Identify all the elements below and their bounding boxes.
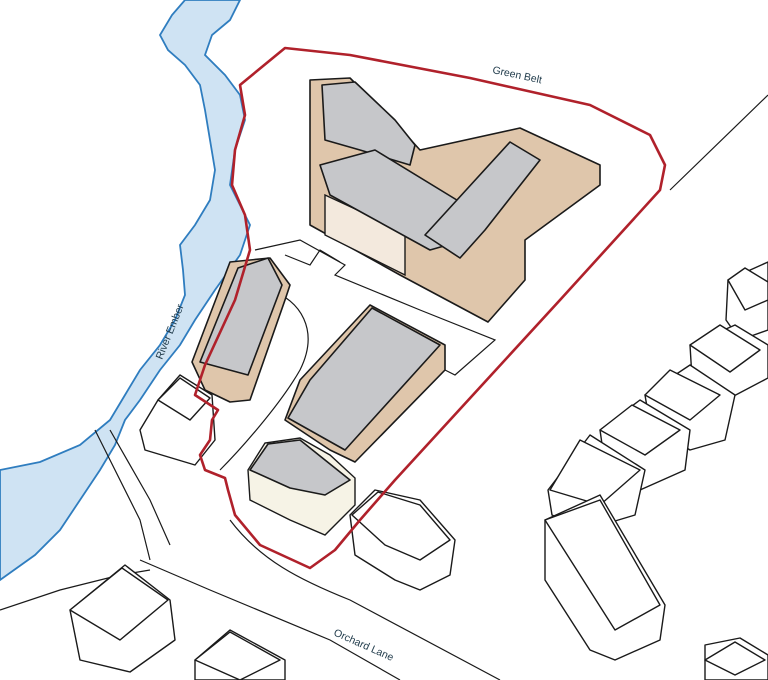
existing-houses-near-site [139, 374, 456, 591]
drive-outline [254, 239, 497, 376]
road-edge-main-north [229, 519, 501, 680]
site-boundary [193, 46, 667, 570]
proposed-building-central [247, 304, 446, 536]
house-e3-roof [644, 369, 721, 421]
house-sw2-roof [194, 631, 281, 680]
west-block-roof [199, 257, 283, 376]
house-sw1-roof [69, 567, 169, 641]
road-edge-main-south [139, 559, 401, 680]
drive-inner [284, 249, 341, 266]
north-block-roof-east [424, 141, 541, 259]
road-edge-west-b [109, 429, 171, 546]
house-e5-roof [549, 439, 641, 506]
drive-loop [219, 289, 309, 471]
proposed-building-north [309, 77, 601, 323]
house-n1-roof [157, 377, 211, 421]
orchard-lane-label: Orchard Lane [332, 627, 396, 664]
house-e1-roof [727, 267, 768, 311]
existing-houses-southwest [69, 564, 286, 680]
river-ember [0, 0, 251, 582]
road-edge-diagonal-east [669, 94, 768, 191]
existing-houses-east [544, 261, 768, 680]
road-edge-west-a [94, 429, 151, 561]
house-n2-roof [351, 491, 451, 561]
house-e6-roof [544, 499, 661, 631]
green-belt-label: Green Belt [491, 64, 543, 86]
central-block-frontage-roof [249, 439, 351, 496]
north-block-roof-wing [321, 81, 416, 166]
central-block-roof [287, 307, 441, 451]
house-e7-roof [704, 641, 766, 676]
road-network [0, 94, 768, 680]
house-e4-roof [599, 404, 681, 456]
proposed-building-west [191, 257, 291, 403]
house-e2-roof [689, 324, 761, 373]
